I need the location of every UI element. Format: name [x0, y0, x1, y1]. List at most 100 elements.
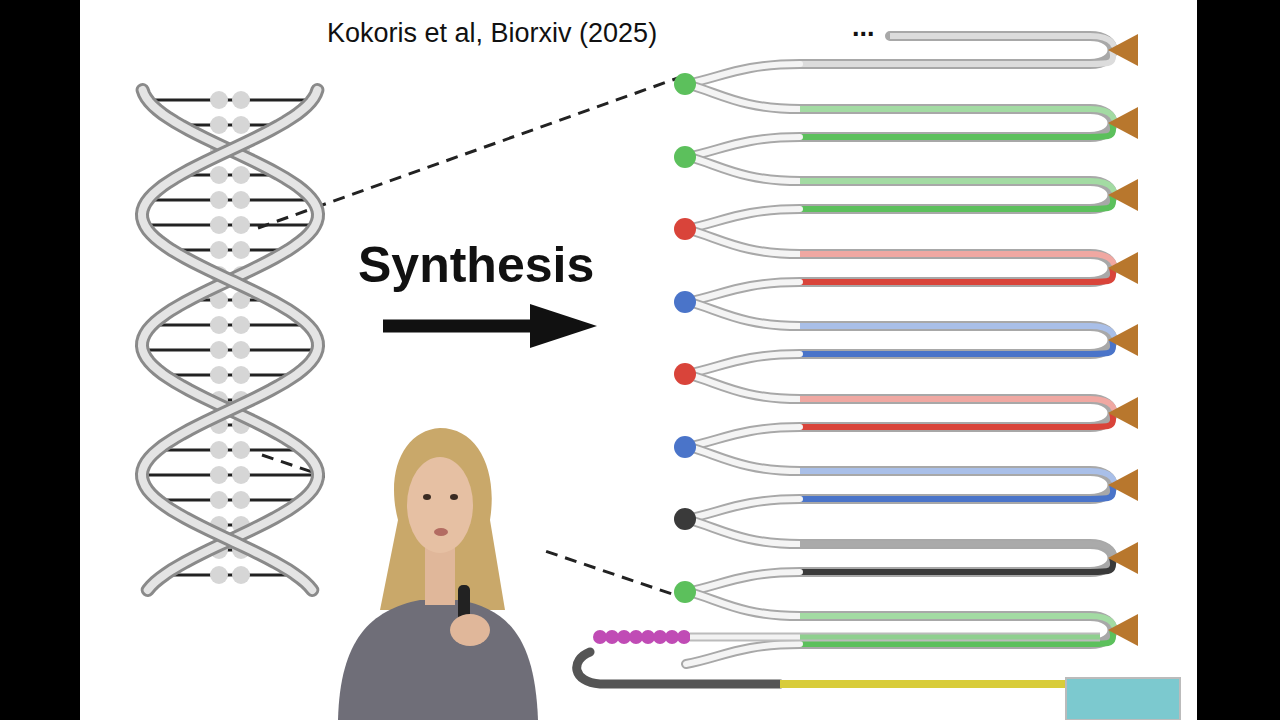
base	[232, 491, 250, 509]
hairpin-adapter	[686, 282, 800, 302]
synthesis-arrowhead	[530, 304, 597, 348]
hairpin-adapter	[686, 64, 800, 84]
hairpin-antisense	[800, 558, 1113, 572]
base	[210, 491, 228, 509]
hairpin-adapter	[686, 229, 800, 254]
hairpin-outline	[686, 591, 1113, 664]
dna-helix	[142, 90, 318, 590]
base-pair	[164, 574, 296, 577]
hairpin-sense	[800, 544, 1114, 558]
cap-cone	[1108, 614, 1138, 646]
base-pair	[142, 474, 318, 477]
base	[232, 91, 250, 109]
base-pair	[152, 324, 308, 327]
base-pair	[148, 199, 313, 202]
ellipsis-label: ...	[852, 12, 875, 43]
hairpin-adapter	[686, 301, 800, 326]
cap-cone	[1108, 179, 1138, 211]
base	[210, 466, 228, 484]
hairpin-sense	[890, 36, 1114, 50]
base-pair	[164, 374, 296, 377]
nucleotide-dot	[674, 508, 696, 530]
hairpin-outline	[686, 156, 1113, 229]
hairpin-adapter	[686, 354, 800, 374]
hairpin-antisense	[800, 413, 1113, 427]
base-pair	[145, 224, 316, 227]
cap-cone	[1108, 542, 1138, 574]
base	[210, 91, 228, 109]
base-pair	[143, 349, 318, 352]
hairpin-outline	[686, 36, 1113, 84]
base	[232, 166, 250, 184]
nucleotide-dot	[674, 581, 696, 603]
hairpin-antisense	[800, 195, 1113, 209]
base-pair	[158, 499, 303, 502]
cap-cone	[1108, 107, 1138, 139]
hairpin-outline	[686, 374, 1113, 447]
nucleotide-dot	[674, 291, 696, 313]
base	[210, 241, 228, 259]
base	[232, 216, 250, 234]
hairpin-sense	[800, 109, 1114, 123]
base-pair	[158, 449, 303, 452]
hairpin-adapter	[686, 644, 800, 664]
cap-cone	[1108, 34, 1138, 66]
hairpin-adapter	[686, 427, 800, 447]
helix-strand	[142, 90, 318, 590]
hairpin-adapter	[686, 572, 800, 592]
helix-strand	[142, 90, 318, 590]
hairpin-adapter	[686, 209, 800, 229]
hairpin-strands	[593, 34, 1138, 664]
hairpin-adapter	[686, 591, 800, 616]
base	[210, 366, 228, 384]
slide-background	[80, 0, 1197, 720]
base	[232, 566, 250, 584]
nucleotide-dot	[674, 363, 696, 385]
presenter	[325, 425, 540, 720]
hairpin-sense	[800, 181, 1114, 195]
base	[210, 116, 228, 134]
motor-bead	[629, 630, 643, 644]
hairpin-adapter	[686, 137, 800, 157]
hairpin-antisense	[800, 485, 1113, 499]
base	[210, 441, 228, 459]
hairpin-adapter	[686, 446, 800, 471]
hairpin-antisense	[800, 340, 1113, 354]
motor-bead	[677, 630, 691, 644]
hairpin-antisense	[800, 123, 1113, 137]
nucleotide-dot	[674, 436, 696, 458]
cap-cone	[1108, 324, 1138, 356]
hairpin-outline	[686, 84, 1113, 157]
base	[232, 241, 250, 259]
hairpin-adapter	[686, 499, 800, 519]
nucleotide-dot	[674, 218, 696, 240]
base	[210, 566, 228, 584]
base	[232, 116, 250, 134]
hairpin-adapter	[686, 156, 800, 181]
helix-strand	[142, 90, 318, 590]
hairpin-outline	[686, 519, 1113, 592]
motor-bead	[665, 630, 679, 644]
inset-thumbnail	[1066, 678, 1180, 720]
citation-label: Kokoris et al, Biorxiv (2025)	[327, 18, 657, 49]
cap-cone	[1108, 252, 1138, 284]
base-pair	[172, 249, 289, 252]
hairpin-sense	[800, 254, 1114, 268]
base	[210, 341, 228, 359]
helix-strand	[142, 90, 318, 590]
hairpin-sense	[800, 616, 1114, 630]
base	[210, 316, 228, 334]
base	[232, 341, 250, 359]
motor-bead	[593, 630, 607, 644]
base	[232, 466, 250, 484]
base	[232, 191, 250, 209]
motor-bead	[641, 630, 655, 644]
hairpin-sense	[800, 471, 1114, 485]
motor-bead	[617, 630, 631, 644]
hairpin-adapter	[686, 374, 800, 399]
bottom-strand	[577, 637, 1130, 684]
hairpin-antisense	[800, 50, 1113, 64]
hairpin-antisense	[800, 630, 1113, 644]
